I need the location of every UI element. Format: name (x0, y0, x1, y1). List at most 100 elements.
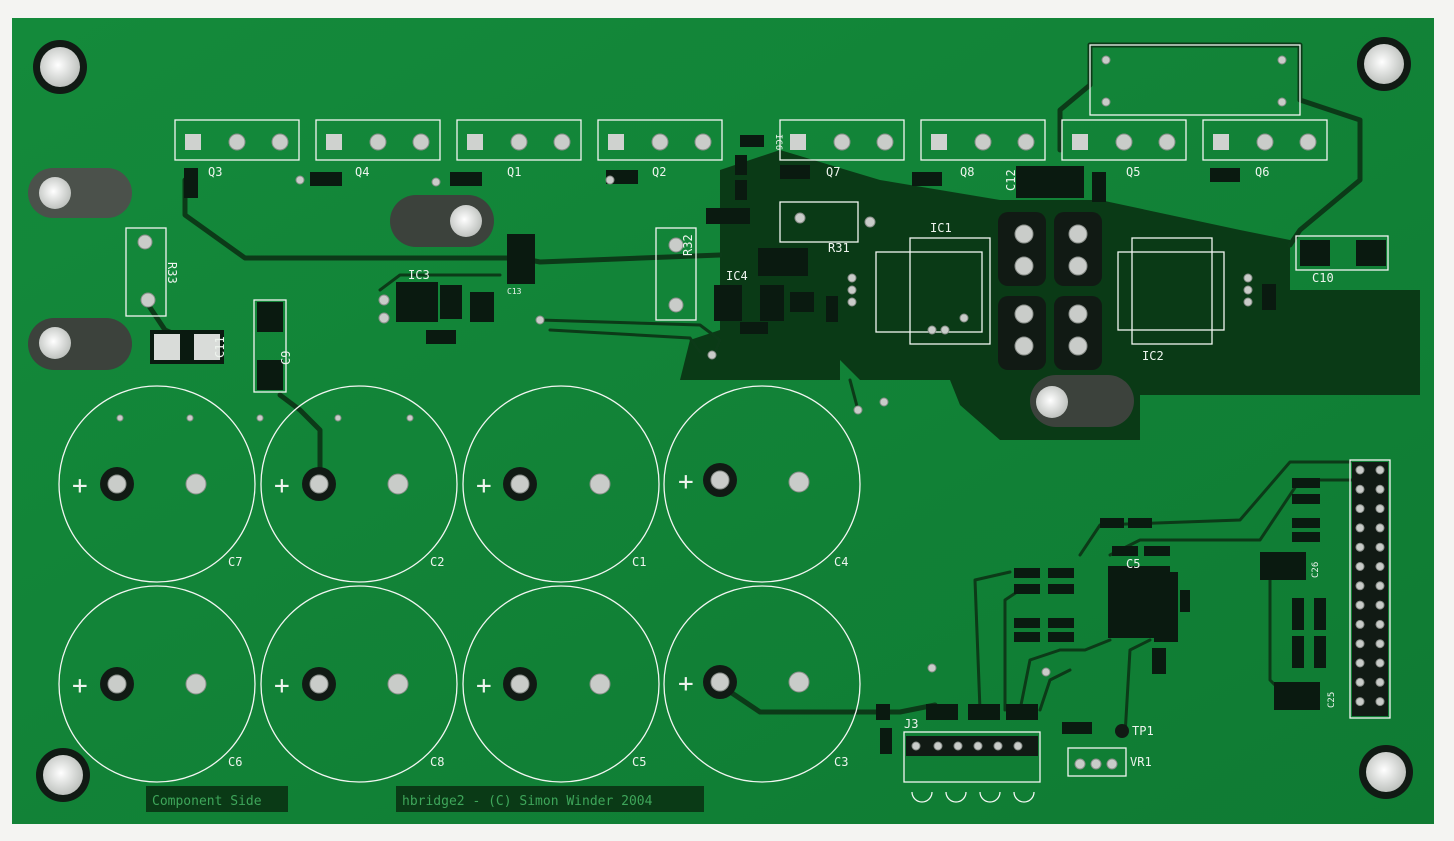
header-pin (1375, 658, 1385, 668)
c13-part (507, 234, 535, 284)
header-pins (1355, 465, 1385, 707)
power-terminals (998, 212, 1102, 370)
label-c5-small: C5 (1126, 557, 1140, 571)
label-ic6: IC6 (773, 134, 783, 150)
r31-outline (779, 201, 859, 243)
header-pin (1355, 523, 1365, 533)
label-c25: C25 (1327, 692, 1337, 708)
electrolytic-capacitors: + + + + + + + + C7 C2 C1 C4 C6 C8 C5 C3 (58, 385, 861, 783)
smd-group-right: C26 C25 (1260, 478, 1337, 710)
label-q1: Q1 (507, 165, 521, 179)
r32-outline (655, 227, 697, 321)
header-pin (1375, 619, 1385, 629)
header-pin (1375, 581, 1385, 591)
j3-connector: J3 (876, 704, 1041, 803)
side-label: Component Side (152, 794, 262, 809)
header-pin (1355, 465, 1365, 475)
label-c5: C5 (632, 755, 646, 769)
header-pin (1355, 542, 1365, 552)
label-q6: Q6 (1255, 165, 1269, 179)
label-q5: Q5 (1126, 165, 1140, 179)
header-pin (1375, 639, 1385, 649)
ic4: IC4 IC6 (714, 134, 857, 334)
plus-c4: + (678, 467, 694, 497)
header-pin (1355, 697, 1365, 707)
label-q7: Q7 (826, 165, 840, 179)
label-q3: Q3 (208, 165, 222, 179)
label-c11: C11 (213, 336, 227, 358)
header-pin (1375, 504, 1385, 514)
header-pin (1375, 542, 1385, 552)
vias (295, 175, 1051, 677)
label-q4: Q4 (355, 165, 369, 179)
header-pin (1355, 639, 1365, 649)
c10-outline (1295, 235, 1389, 271)
header-pin (1375, 465, 1385, 475)
controller-area: C5 (1014, 518, 1190, 674)
label-r32: R32 (681, 234, 695, 256)
label-c26: C26 (1311, 562, 1321, 578)
label-tp1: TP1 (1132, 724, 1154, 738)
label-c10: C10 (1312, 271, 1334, 285)
transistor-labels: Q3 Q4 Q1 Q2 Q7 Q8 Q5 Q6 (208, 165, 1269, 179)
r33-outline (125, 227, 167, 317)
c9-outline (253, 299, 287, 393)
header-pin (1375, 697, 1385, 707)
side-label-bg (146, 786, 288, 812)
ic1: IC1 (875, 221, 991, 345)
header-pin (1375, 677, 1385, 687)
label-c8: C8 (430, 755, 444, 769)
slotted-holes (28, 168, 1134, 427)
label-ic4: IC4 (726, 269, 748, 283)
header-pin (1355, 658, 1365, 668)
label-r33: R33 (165, 262, 179, 284)
tp1-vr1: TP1 VR1 (1062, 722, 1154, 777)
plus-c1: + (476, 471, 492, 501)
header-connector (1349, 459, 1391, 719)
heatsink-outline (1089, 44, 1301, 116)
label-c3: C3 (834, 755, 848, 769)
plus-c5: + (476, 671, 492, 701)
label-r31: R31 (828, 241, 850, 255)
ic3: IC3 (378, 268, 494, 344)
header-pin (1355, 581, 1365, 591)
header-pin (1375, 562, 1385, 571)
label-ic3: IC3 (408, 268, 430, 282)
plus-c3: + (678, 669, 694, 699)
label-c4: C4 (834, 555, 848, 569)
header-pin (1355, 619, 1365, 629)
label-c7: C7 (228, 555, 242, 569)
smd-resistors-top (184, 135, 1240, 224)
label-vr1: VR1 (1130, 755, 1152, 769)
plus-c6: + (72, 671, 88, 701)
label-c9: C9 (279, 351, 293, 365)
plus-c8: + (274, 671, 290, 701)
label-c13: C13 (507, 287, 522, 296)
transistor-row (174, 119, 1328, 161)
label-ic2: IC2 (1142, 349, 1164, 363)
header-pin (1355, 562, 1365, 571)
label-c12: C12 (1004, 169, 1018, 191)
header-pin (1375, 600, 1385, 610)
title-label-bg (396, 786, 704, 812)
mounting-holes (33, 37, 1413, 802)
label-c6: C6 (228, 755, 242, 769)
c12-part (1016, 166, 1084, 198)
label-q2: Q2 (652, 165, 666, 179)
header-pin (1355, 504, 1365, 514)
header-pin (1355, 677, 1365, 687)
label-j3: J3 (904, 717, 918, 731)
header-pin (1375, 484, 1385, 494)
plus-c7: + (72, 471, 88, 501)
header-pin (1375, 523, 1385, 533)
label-c2: C2 (430, 555, 444, 569)
label-q8: Q8 (960, 165, 974, 179)
label-ic1: IC1 (930, 221, 952, 235)
ic2: IC2 (1117, 237, 1225, 363)
plus-c2: + (274, 471, 290, 501)
header-pin (1355, 600, 1365, 610)
title-label: hbridge2 - (C) Simon Winder 2004 (402, 794, 653, 809)
label-c1: C1 (632, 555, 646, 569)
